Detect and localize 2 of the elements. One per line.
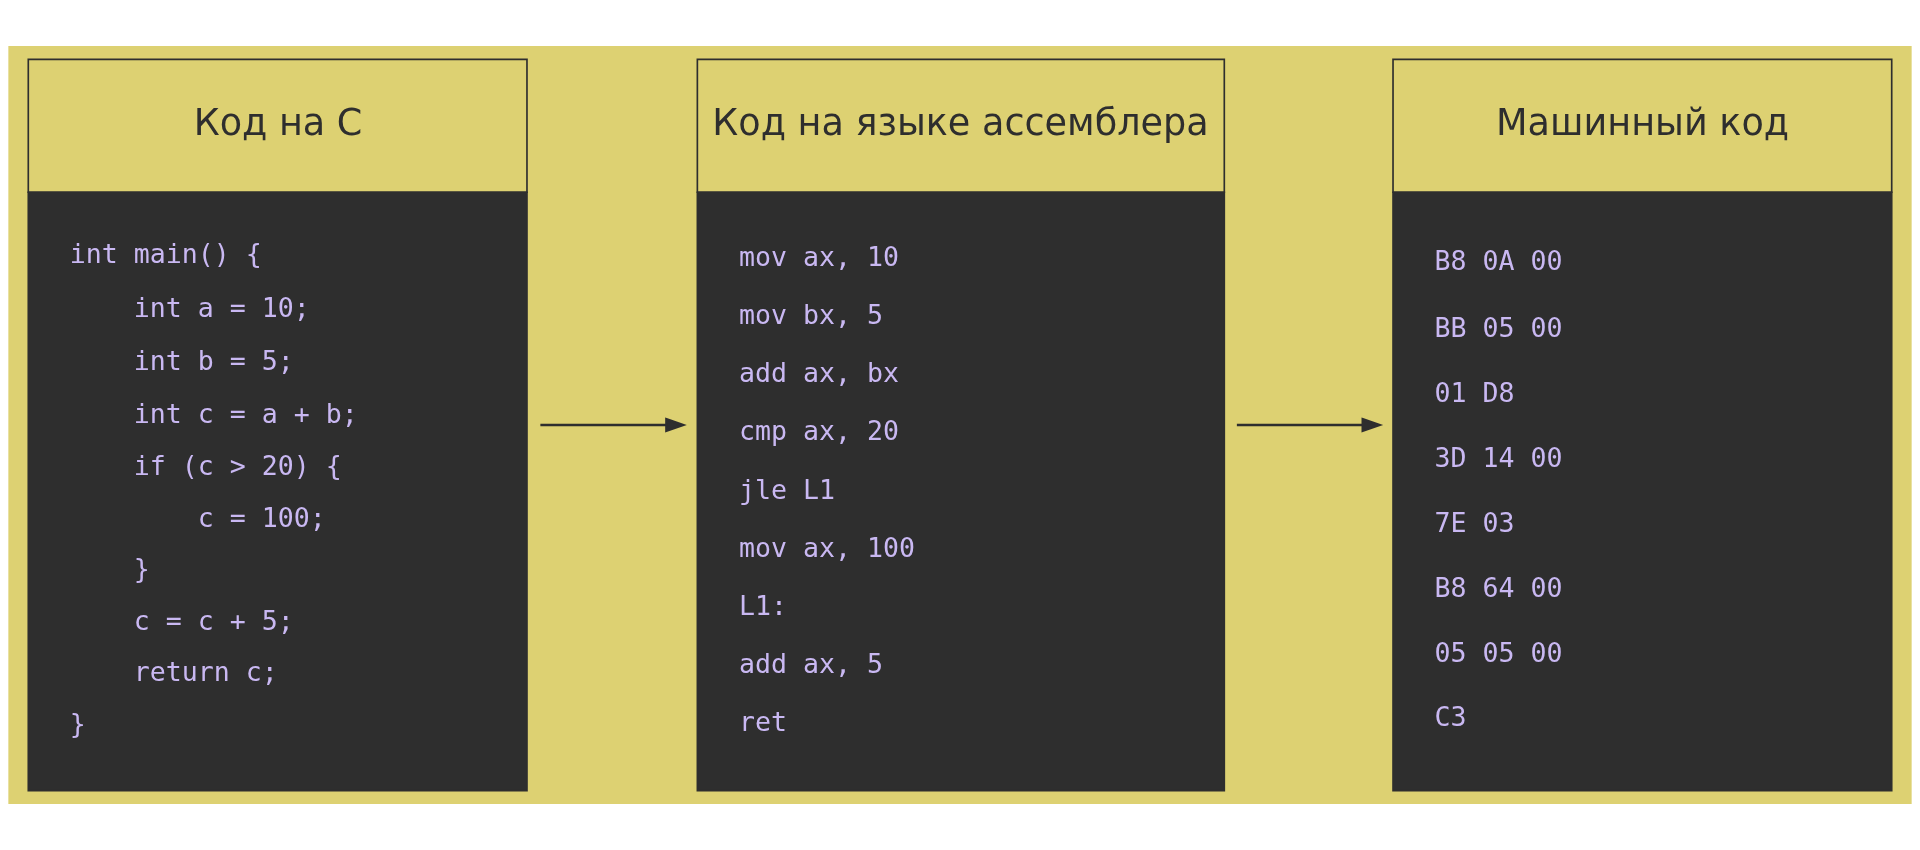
arrow xyxy=(540,417,687,433)
arrow xyxy=(1236,417,1384,433)
